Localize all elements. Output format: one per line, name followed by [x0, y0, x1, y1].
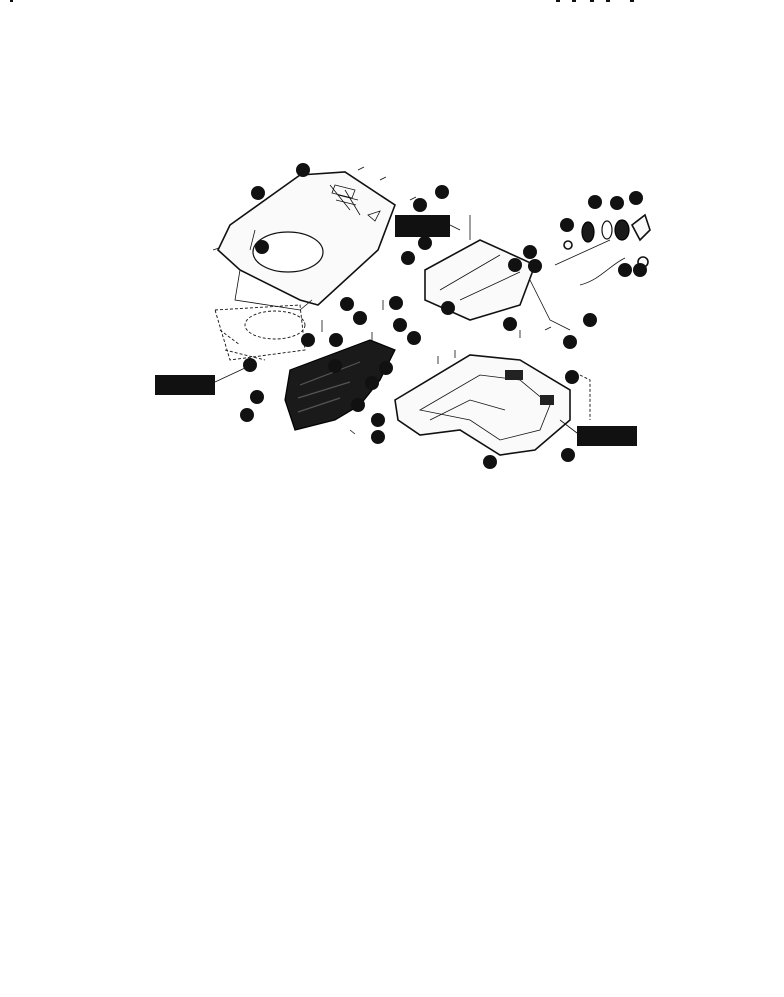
callout [503, 317, 517, 331]
callout [633, 263, 647, 277]
callout [588, 195, 602, 209]
callout [629, 191, 643, 205]
lower-frame [214, 304, 306, 361]
control-bracket [424, 225, 626, 331]
label-box-1 [155, 375, 215, 395]
callout [413, 198, 427, 212]
callout [240, 408, 254, 422]
callout [528, 259, 542, 273]
callout [610, 196, 624, 210]
callout [371, 430, 385, 444]
callout [565, 370, 579, 384]
callout [393, 318, 407, 332]
top-edge-marks [10, 0, 634, 2]
callout [418, 236, 432, 250]
callout [407, 331, 421, 345]
upper-housing [217, 171, 396, 311]
callout [365, 376, 379, 390]
callout [583, 313, 597, 327]
callout [435, 185, 449, 199]
callout [296, 163, 310, 177]
label-box-3 [577, 426, 637, 446]
callout [379, 361, 393, 375]
callout [255, 240, 269, 254]
callout [351, 398, 365, 412]
hardware-screws [212, 166, 552, 435]
callout [441, 301, 455, 315]
callout [328, 359, 342, 373]
callout [353, 311, 367, 325]
right-small-parts [563, 213, 651, 268]
callout [340, 297, 354, 311]
leader-lines [214, 224, 591, 434]
label-box-2 [395, 215, 450, 237]
callout [618, 263, 632, 277]
callout [250, 390, 264, 404]
callout [560, 218, 574, 232]
callout [561, 448, 575, 462]
callout [401, 251, 415, 265]
callout [251, 186, 265, 200]
callout [329, 333, 343, 347]
callout [243, 358, 257, 372]
callout [301, 333, 315, 347]
callout [371, 413, 385, 427]
callout [483, 455, 497, 469]
callout [508, 258, 522, 272]
callout [389, 296, 403, 310]
callout [563, 335, 577, 349]
callouts [240, 163, 647, 469]
callout [523, 245, 537, 259]
base-pan [394, 354, 571, 456]
